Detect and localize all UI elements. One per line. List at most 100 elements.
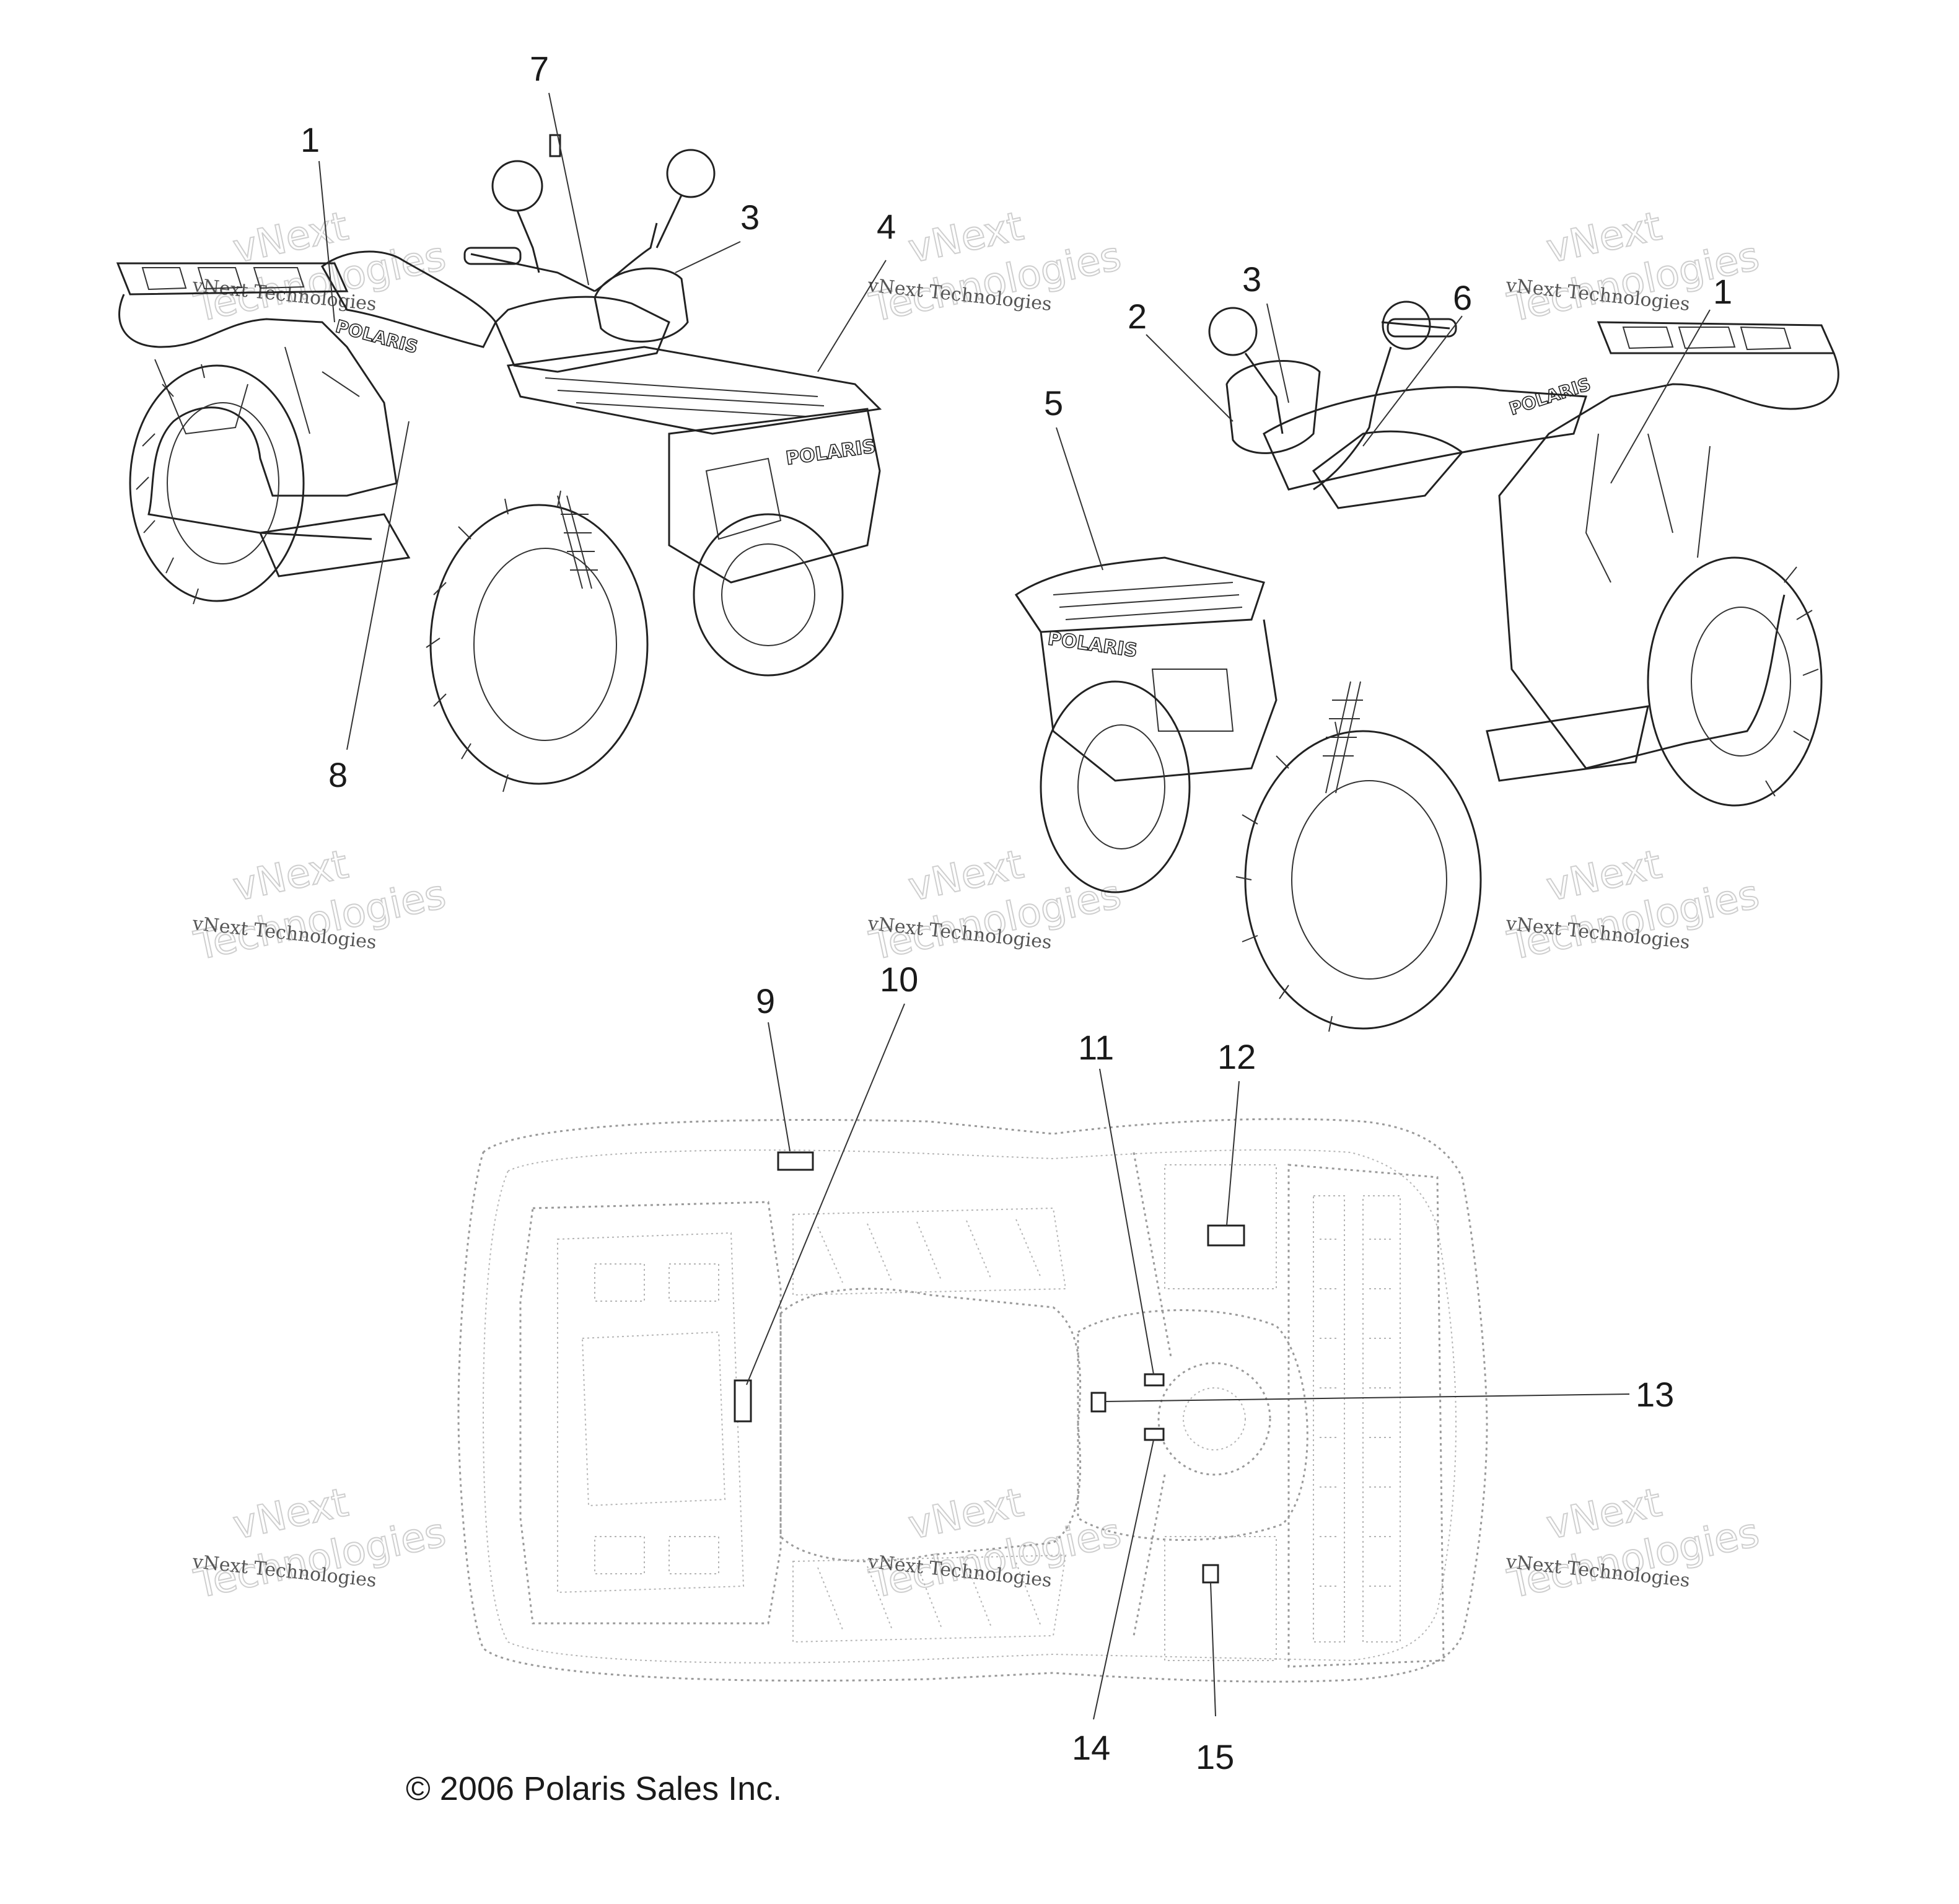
front-fascia [1015, 594, 1278, 782]
mirror-stem-left [1244, 353, 1284, 434]
copyright-notice: © 2006 Polaris Sales Inc. [406, 1770, 782, 1807]
logo-polaris-front: POLARIS [784, 436, 877, 470]
rear-chassis-vents [1313, 1195, 1401, 1643]
callout-11: 11 [1078, 1028, 1114, 1067]
decal-9 [777, 1151, 814, 1171]
front-fascia [668, 408, 881, 584]
decal-13 [1090, 1392, 1107, 1413]
leader-14 [1093, 1439, 1154, 1720]
leader-15 [1210, 1582, 1216, 1717]
callout-14: 14 [1072, 1728, 1110, 1767]
callout-labels: 7 1 3 4 8 3 2 6 1 5 9 10 11 12 13 14 15 [300, 49, 1732, 1776]
rear-lower-block [1164, 1536, 1277, 1661]
decal-15 [1202, 1564, 1219, 1584]
front-rack-slats [545, 377, 825, 417]
leader-10 [746, 1003, 905, 1385]
callout-1-right: 1 [1713, 272, 1732, 311]
body-outline [457, 1118, 1488, 1683]
seat [1263, 386, 1588, 491]
leader-1-left [318, 160, 335, 323]
headlight [1151, 669, 1234, 732]
callout-7: 7 [530, 49, 549, 88]
handlebar [1313, 321, 1450, 491]
leader-5 [1056, 427, 1103, 571]
watermark-5: vNext Technologies vNext Technologies [865, 841, 1126, 970]
callout-4: 4 [877, 207, 896, 246]
front-left-wheel [426, 490, 649, 792]
callout-12: 12 [1217, 1037, 1256, 1076]
rear-fender-detail [154, 346, 360, 435]
rear-hub [1157, 1362, 1271, 1476]
fuel-tank-body [1312, 430, 1464, 509]
watermark-6: vNext Technologies vNext Technologies [1503, 841, 1764, 970]
atv-bottom-view [457, 1118, 1488, 1683]
leader-12 [1226, 1081, 1240, 1226]
leader-3-left [675, 241, 741, 273]
leader-4 [817, 260, 887, 372]
body-inner-outline [482, 1149, 1457, 1664]
mirror-right [1382, 301, 1431, 350]
rear-fender [118, 294, 398, 540]
leader-9 [768, 1022, 791, 1152]
mirror-left [1208, 307, 1258, 356]
leader-3-right [1266, 303, 1289, 403]
front-right-wheel [693, 513, 844, 677]
decal-12 [1207, 1224, 1245, 1247]
front-chassis-detail [557, 1232, 745, 1594]
rear-wheel [1647, 556, 1823, 807]
rear-rack [116, 262, 349, 296]
rear-chassis [1287, 1164, 1445, 1668]
upper-ribs [792, 1207, 1067, 1296]
callout-1-left: 1 [300, 120, 320, 159]
mirror-stem-right [655, 195, 683, 248]
callout-5: 5 [1044, 384, 1063, 423]
callout-13: 13 [1636, 1375, 1674, 1414]
seat [321, 250, 497, 348]
handlebar-pod [594, 267, 689, 343]
rear-hub-inner [1183, 1387, 1246, 1450]
mirror-stem-right [1374, 346, 1392, 397]
rear-fender [1498, 353, 1839, 770]
watermark-4: vNext Technologies vNext Technologies [190, 841, 450, 970]
rear-fender-detail [1585, 433, 1711, 583]
leader-13 [1105, 1393, 1630, 1402]
footwell [258, 513, 411, 577]
watermark-8: vNext Technologies vNext Technologies [865, 1479, 1126, 1608]
front-rack [506, 346, 882, 435]
callout-9: 9 [756, 981, 775, 1020]
logo-polaris-front: POLARIS [1046, 628, 1139, 662]
decal-14 [1144, 1428, 1165, 1441]
callout-10: 10 [880, 960, 918, 999]
front-left-wheel [1040, 680, 1191, 893]
watermark-9: vNext Technologies vNext Technologies [1503, 1479, 1764, 1608]
mirror-right [666, 149, 716, 198]
callout-2: 2 [1128, 297, 1147, 336]
handlebar [470, 222, 658, 292]
handlebar-pod [1225, 360, 1321, 454]
watermark-3: vNext Technologies vNext Technologies [1503, 203, 1764, 331]
callout-8: 8 [328, 755, 348, 794]
grip-left [463, 247, 522, 265]
grip-right [1387, 318, 1457, 338]
front-shock [557, 495, 598, 589]
mirror-left [491, 160, 543, 212]
rear-left-wheel [129, 364, 305, 605]
driveshaft-lower [1133, 1474, 1166, 1636]
center-opening [779, 1288, 1082, 1563]
watermark-7: vNext Technologies vNext Technologies [190, 1479, 450, 1608]
rear-rack-bars [1622, 326, 1792, 351]
front-rack [1014, 556, 1265, 633]
leader-8 [346, 421, 410, 750]
leader-6 [1362, 315, 1463, 447]
leader-7 [548, 92, 589, 286]
decal-11 [1144, 1373, 1165, 1387]
callout-15: 15 [1196, 1737, 1234, 1776]
leader-2 [1146, 334, 1234, 422]
watermark-2: vNext Technologies vNext Technologies [865, 203, 1126, 331]
leader-11 [1099, 1068, 1154, 1375]
leader-1-right [1610, 309, 1711, 484]
callout-3-right: 3 [1242, 260, 1261, 299]
logo-polaris-side: POLARIS [333, 316, 420, 358]
mirror-stem-left [516, 210, 540, 273]
